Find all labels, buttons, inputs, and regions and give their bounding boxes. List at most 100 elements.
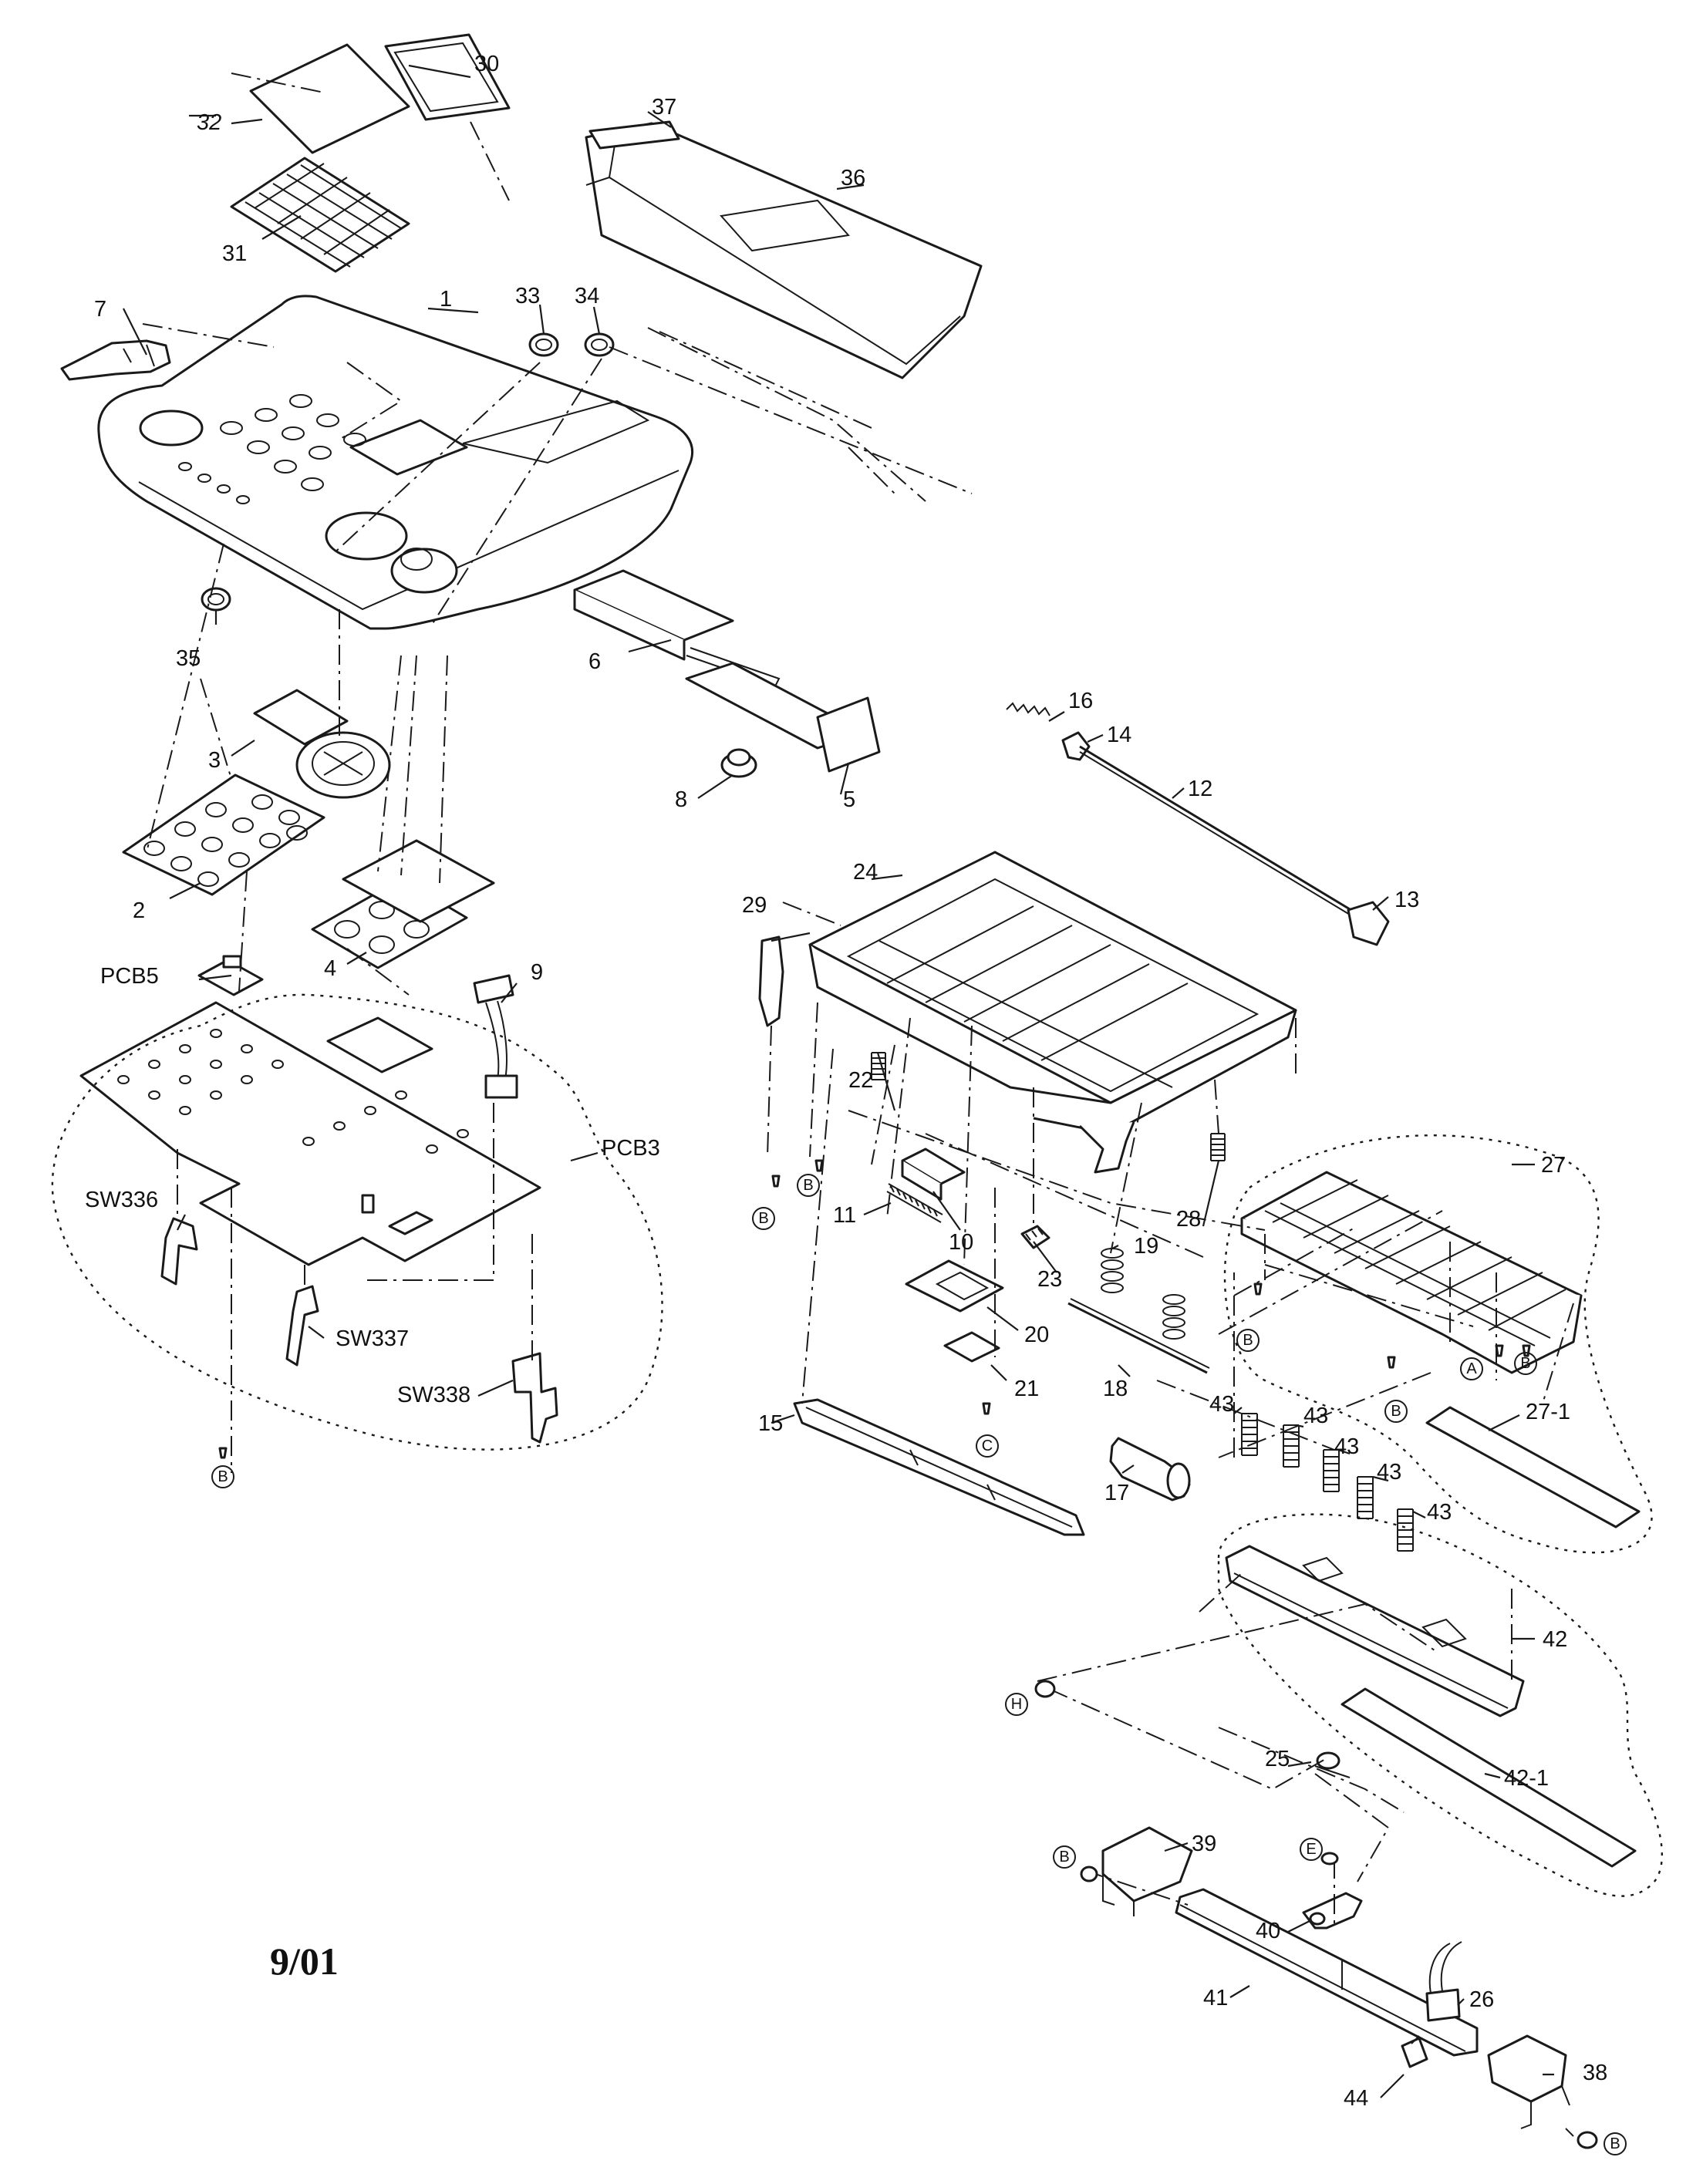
ring-33: [528, 332, 559, 357]
callout-2: 2: [133, 898, 145, 923]
plate-21: [943, 1331, 1000, 1363]
circled-ref-b-tray-4: B: [1384, 1400, 1408, 1423]
callout-37: 37: [652, 95, 676, 120]
svg-text:H: H: [1011, 1696, 1022, 1713]
callout-5: 5: [843, 787, 855, 812]
svg-text:B: B: [1391, 1403, 1401, 1420]
callout-8: 8: [675, 787, 687, 812]
svg-text:B: B: [218, 1468, 228, 1485]
sensor-plate-5: [685, 662, 881, 773]
callout-pcb3: PCB3: [602, 1136, 660, 1161]
leader-lines: [123, 64, 1554, 2098]
circled-ref-e: E: [1300, 1838, 1323, 1861]
callout-15: 15: [758, 1411, 783, 1436]
callout-9: 9: [531, 960, 543, 985]
lever-7: [60, 339, 171, 381]
key-label-sheet-31: [230, 157, 410, 273]
bracket-38: [1487, 2034, 1570, 2129]
circled-ref-c-plate: C: [976, 1434, 999, 1458]
separation-lever-29: [758, 935, 784, 1027]
label-sheet-30: [384, 33, 511, 121]
callout-30: 30: [474, 52, 499, 76]
callout-1: 1: [440, 287, 452, 312]
callout-26: 26: [1469, 1987, 1494, 2012]
circled-ref-b-tray-5: B: [1514, 1352, 1537, 1375]
callout-27-1: 27-1: [1526, 1400, 1570, 1424]
svg-text:E: E: [1306, 1841, 1316, 1858]
callout-34: 34: [575, 284, 599, 308]
svg-text:B: B: [1059, 1849, 1069, 1866]
circled-ref-a-tray: A: [1460, 1357, 1483, 1380]
label-strip-37: [588, 120, 680, 150]
sensor-bar-41: [1175, 1888, 1479, 2057]
guide-plate-6: [573, 569, 781, 688]
callout-16: 16: [1068, 689, 1093, 713]
bracket-39: [1101, 1826, 1193, 1916]
callout-labels: 30 32 37 36 31 7 1 33 34 35 6 16 14 3 12…: [85, 52, 1607, 2111]
callout-39: 39: [1192, 1832, 1216, 1856]
spring-16: [1006, 702, 1050, 716]
callout-sw337: SW337: [336, 1326, 409, 1351]
switch-sw336: [160, 1217, 198, 1286]
circled-ref-b-bottom: B: [1604, 2132, 1627, 2155]
washer-25: [1314, 1751, 1351, 1778]
callout-35: 35: [176, 646, 201, 671]
circled-ref-h: H: [1005, 1693, 1028, 1716]
callout-25: 25: [1265, 1747, 1290, 1771]
chassis-frame-24: [808, 851, 1297, 1174]
ring-35: [201, 587, 231, 612]
svg-text:B: B: [1520, 1355, 1530, 1372]
circled-ref-b-board: B: [211, 1465, 234, 1488]
callout-36: 36: [841, 166, 865, 190]
operation-panel-cover-1: [97, 295, 694, 630]
spring-19-left: [1101, 1248, 1125, 1293]
callout-43-a: 43: [1209, 1392, 1234, 1417]
callout-3: 3: [208, 748, 221, 773]
callout-7: 7: [94, 297, 106, 322]
bottom-rail-15: [793, 1398, 1085, 1536]
circled-ref-b-tray-3: B: [1236, 1329, 1260, 1352]
callout-pcb5: PCB5: [100, 964, 159, 989]
jog-dial-assembly-3: [253, 689, 391, 799]
callout-sw336: SW336: [85, 1188, 158, 1212]
pressure-plate-20: [905, 1259, 1004, 1313]
callout-18: 18: [1103, 1377, 1128, 1401]
callout-42: 42: [1543, 1627, 1567, 1652]
rubber-keypad-2: [122, 774, 325, 896]
callout-43-e: 43: [1427, 1500, 1452, 1525]
circled-ref-b-sensor: B: [1053, 1845, 1076, 1869]
callout-11: 11: [833, 1203, 856, 1228]
strip-27-1: [1425, 1406, 1641, 1528]
date-code: 9/01: [270, 1940, 339, 1983]
callout-6: 6: [588, 649, 601, 674]
callout-20: 20: [1024, 1323, 1049, 1347]
roller-17: [1109, 1437, 1191, 1502]
callout-40: 40: [1256, 1919, 1280, 1943]
callout-21: 21: [1014, 1377, 1039, 1401]
callout-12: 12: [1188, 777, 1212, 801]
rubber-keypad-4: [311, 839, 495, 969]
callout-43-d: 43: [1377, 1460, 1401, 1485]
svg-text:B: B: [803, 1177, 813, 1194]
guide-frame-42: [1225, 1545, 1525, 1717]
svg-text:B: B: [1243, 1332, 1253, 1349]
callout-13: 13: [1394, 888, 1419, 912]
callout-sw338: SW338: [397, 1383, 470, 1407]
callout-31: 31: [222, 241, 247, 266]
pcb3-main-board: [79, 1001, 541, 1266]
callout-22: 22: [848, 1068, 873, 1093]
connector-cable-9: [473, 974, 518, 1099]
cable-26: [1425, 1941, 1462, 2022]
callout-17: 17: [1104, 1481, 1129, 1505]
callout-14: 14: [1107, 723, 1131, 747]
callout-33: 33: [515, 284, 540, 308]
label-44: [1401, 2037, 1428, 2068]
callout-24: 24: [853, 860, 878, 885]
group-outline-42: [1217, 1513, 1664, 1897]
callout-29: 29: [742, 893, 767, 918]
callout-23: 23: [1037, 1267, 1062, 1292]
group-outline-pcb3: [51, 993, 663, 1451]
callout-38: 38: [1583, 2061, 1607, 2085]
callout-10: 10: [949, 1230, 973, 1255]
